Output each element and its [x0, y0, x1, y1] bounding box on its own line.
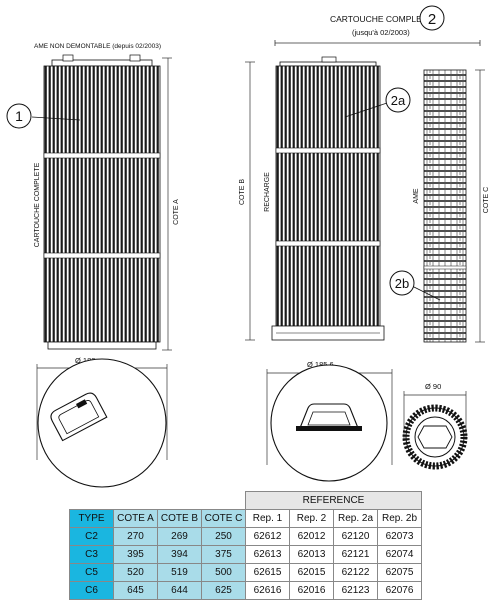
cell-cote-b: 269 [157, 527, 202, 546]
reference-header: REFERENCE [245, 491, 422, 510]
diameter-182-label: Ø 182 [75, 356, 95, 365]
callout-2b: 2b [389, 270, 441, 301]
table-row: C6 645 644 625 62616 62016 62123 62076 [69, 581, 422, 600]
cell-rep-2: 62013 [289, 545, 334, 564]
cell-rep-2b: 62074 [377, 545, 422, 564]
cell-cote-c: 500 [201, 563, 246, 582]
callout-2a: 2a [344, 87, 411, 118]
cell-type: C3 [69, 545, 114, 564]
core-top-view [402, 404, 468, 470]
cell-rep-2b: 62075 [377, 563, 422, 582]
cell-type: C6 [69, 581, 114, 600]
cartridge-2a-side-view [271, 56, 385, 341]
cell-rep-2a: 62123 [333, 581, 378, 600]
cartouche-complete-top-label: CARTOUCHE COMPLETE [330, 14, 433, 24]
cell-rep-2a: 62121 [333, 545, 378, 564]
col-header-rep-2: Rep. 2 [289, 509, 334, 528]
cell-rep-1: 62615 [245, 563, 290, 582]
callout-1: 1 [6, 103, 81, 129]
reference-header-row: REFERENCE [69, 491, 422, 510]
cell-rep-2: 62016 [289, 581, 334, 600]
cote-a-dimension [162, 57, 172, 351]
cartridge-1-side-view [43, 54, 161, 350]
cell-cote-c: 625 [201, 581, 246, 600]
cell-rep-2: 62012 [289, 527, 334, 546]
callout-1-label: 1 [15, 108, 23, 124]
cartouche-complete-side-label: CARTOUCHE COMPLETE [34, 162, 41, 247]
cell-type: C5 [69, 563, 114, 582]
diameter-90-label: Ø 90 [425, 382, 441, 391]
cote-b-label: COTE B [239, 179, 246, 205]
cell-cote-c: 375 [201, 545, 246, 564]
col-header-cote-c: COTE C [201, 509, 246, 528]
cell-rep-2a: 62122 [333, 563, 378, 582]
cell-rep-1: 62613 [245, 545, 290, 564]
cell-cote-a: 520 [113, 563, 158, 582]
cote-c-label: COTE C [483, 187, 490, 213]
cote-c-dimension [475, 69, 485, 343]
diameter-185-6-label: Ø 185,6 [307, 360, 334, 369]
table-row: C3 395 394 375 62613 62013 62121 62074 [69, 545, 422, 564]
col-header-cote-b: COTE B [157, 509, 202, 528]
cell-rep-2a: 62120 [333, 527, 378, 546]
col-header-rep-2b: Rep. 2b [377, 509, 422, 528]
cell-cote-a: 270 [113, 527, 158, 546]
column-header-row: TYPE COTE A COTE B COTE C Rep. 1 Rep. 2 … [69, 509, 422, 528]
callout-2a-label: 2a [391, 93, 406, 108]
cell-cote-b: 394 [157, 545, 202, 564]
cell-rep-2b: 62073 [377, 527, 422, 546]
callout-2b-label: 2b [395, 276, 409, 291]
cell-rep-1: 62612 [245, 527, 290, 546]
cote-b-dimension [245, 61, 255, 341]
cell-cote-a: 395 [113, 545, 158, 564]
cell-type: C2 [69, 527, 114, 546]
cartridge-2b-core-view [423, 69, 467, 343]
callout-2: 2 [419, 5, 445, 31]
cell-rep-2b: 62076 [377, 581, 422, 600]
cell-cote-c: 250 [201, 527, 246, 546]
col-header-cote-a: COTE A [113, 509, 158, 528]
table-row: C5 520 519 500 62615 62015 62122 62075 [69, 563, 422, 582]
cell-rep-1: 62616 [245, 581, 290, 600]
ame-label: AME [413, 188, 420, 204]
col-header-rep-1: Rep. 1 [245, 509, 290, 528]
ame-non-demontable-label: AME NON DEMONTABLE (depuis 02/2003) [34, 43, 161, 50]
col-header-rep-2a: Rep. 2a [333, 509, 378, 528]
cell-cote-a: 645 [113, 581, 158, 600]
cell-cote-b: 519 [157, 563, 202, 582]
cartouche-complete-bracket [274, 40, 481, 46]
callout-2-label: 2 [428, 11, 436, 28]
cartridge-2-top-view [270, 364, 388, 482]
cote-a-label: COTE A [173, 199, 180, 225]
table-row: C2 270 269 250 62612 62012 62120 62073 [69, 527, 422, 546]
reference-table: REFERENCE TYPE COTE A COTE B COTE C Rep.… [69, 491, 422, 600]
jusqua-label: (jusqu'à 02/2003) [352, 28, 410, 37]
cell-cote-b: 644 [157, 581, 202, 600]
recharge-label: RECHARGE [264, 172, 271, 212]
cartridge-1-top-view [37, 358, 167, 488]
cell-rep-2: 62015 [289, 563, 334, 582]
col-header-type: TYPE [69, 509, 114, 528]
